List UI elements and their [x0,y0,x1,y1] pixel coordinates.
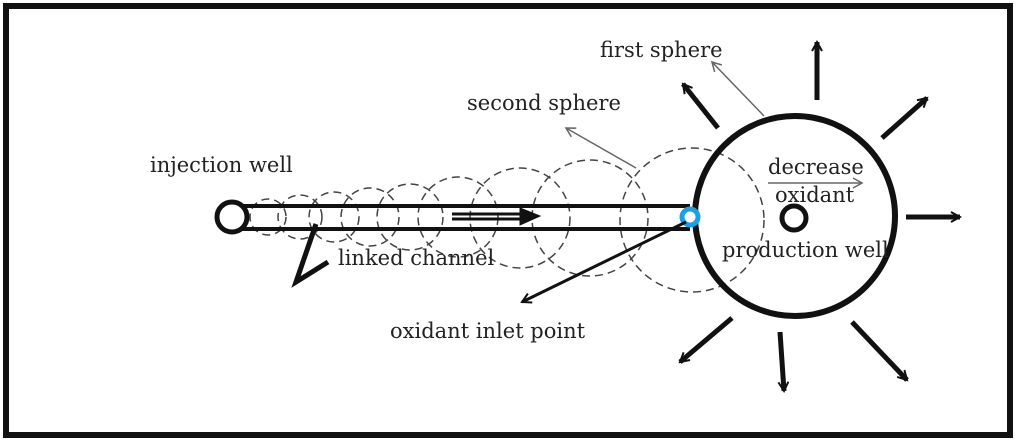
sphere-ring-2 [277,194,323,240]
oxidant-inlet-point [679,206,701,228]
flow-arrow [452,207,542,226]
radial-arrow-down-right [850,320,909,382]
sphere-ring-4 [340,187,400,247]
label-second-sphere: second sphere [467,91,621,115]
thin-arrows [564,60,864,189]
first-sphere-pointer [710,60,765,117]
label-production-well: production well [722,238,889,262]
radial-arrow-up-right [880,96,929,140]
radial-arrow-down-left [678,316,734,364]
production-well [779,203,809,233]
label-first-sphere: first sphere [600,38,723,62]
second-sphere-pointer [564,127,637,169]
sphere-ring-3 [308,191,360,243]
oxidant-inlet-pointer [522,220,687,302]
label-decrease: decrease [768,155,864,179]
label-oxidant: oxidant [775,183,855,207]
radial-arrow-up-left [681,84,720,130]
sphere-ring-8 [531,159,649,277]
sphere-ring-5 [376,183,444,251]
radial-arrows [678,42,960,391]
radial-arrow-down [777,331,784,391]
linked-channel-pointer [291,223,330,288]
sphere-ring-1 [249,198,287,236]
sphere-ring-6 [417,176,499,258]
label-injection-well: injection well [150,153,293,177]
label-linked-channel: linked channel [338,246,495,270]
injection-well [214,199,250,235]
first-sphere-dashed-ring [619,147,765,293]
label-oxidant-inlet-point: oxidant inlet point [390,319,586,343]
